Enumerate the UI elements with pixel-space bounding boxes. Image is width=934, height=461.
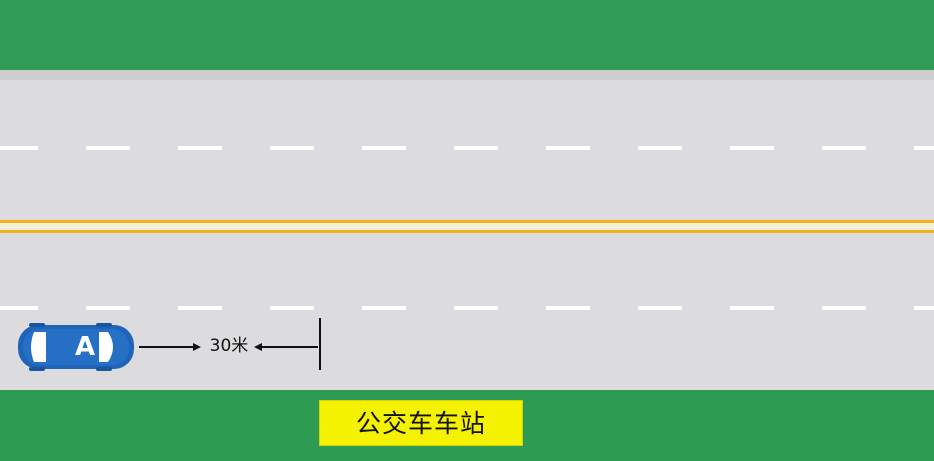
upper-dashed-lane-line (0, 146, 934, 150)
lane-dash (546, 146, 590, 150)
bus-stop-sign: 公交车车站 (319, 400, 523, 446)
double-yellow-center-line (0, 220, 934, 233)
lane-dash (914, 146, 934, 150)
car-top-view-icon (18, 323, 134, 371)
lane-dash (178, 306, 222, 310)
lane-dash (270, 146, 314, 150)
lane-dash (638, 146, 682, 150)
vehicle-a: A (16, 321, 136, 373)
distance-indicator (139, 318, 321, 370)
lane-dash (822, 146, 866, 150)
grass-strip-top (0, 0, 934, 70)
lane-dash (86, 306, 130, 310)
lane-dash (914, 306, 934, 310)
lane-dash (0, 146, 38, 150)
left-arrow-icon (254, 343, 262, 351)
distance-label: 30米 (209, 336, 249, 356)
vehicle-label: A (74, 332, 96, 362)
bus-stop-label: 公交车车站 (355, 409, 486, 438)
lane-dash (638, 306, 682, 310)
road-edge-shadow (0, 70, 934, 80)
lane-dash (730, 306, 774, 310)
lane-dash (270, 306, 314, 310)
lane-dash (86, 146, 130, 150)
lane-dash (454, 306, 498, 310)
lane-dash (178, 146, 222, 150)
lane-dash (730, 146, 774, 150)
lane-dash (362, 146, 406, 150)
lane-dash (362, 306, 406, 310)
right-arrow-icon (193, 343, 201, 351)
lane-dash (0, 306, 38, 310)
lower-dashed-lane-line (0, 306, 934, 310)
lane-dash (546, 306, 590, 310)
lane-dash (454, 146, 498, 150)
lane-dash (822, 306, 866, 310)
